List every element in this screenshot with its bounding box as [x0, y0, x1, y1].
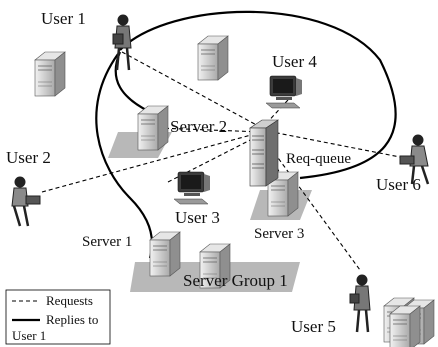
user4-computer-icon	[265, 75, 303, 109]
user5-person-icon	[349, 274, 371, 333]
user6-person-icon	[399, 134, 430, 185]
server1-label: Server 1	[82, 234, 132, 250]
user5-label: User 5	[291, 317, 336, 336]
user1-label: User 1	[41, 9, 86, 28]
user4-label: User 4	[272, 52, 317, 71]
req-queue-label: Req-queue	[286, 151, 351, 167]
server3-label: Server 3	[254, 226, 304, 242]
legend-requests-label: Requests	[46, 293, 93, 308]
server1-icon	[149, 231, 181, 277]
user2-label: User 2	[6, 148, 51, 167]
req-queue-icon	[249, 119, 279, 187]
user6-label: User 6	[376, 175, 421, 194]
user3-label: User 3	[175, 208, 220, 227]
legend-replies-label-line2: User 1	[12, 328, 46, 343]
server-tower-icon	[34, 51, 66, 97]
server-tower-icon	[197, 35, 229, 81]
server-group-label: Server Group 1	[183, 271, 288, 290]
server2-label: Server 2	[170, 117, 227, 136]
legend-replies-label-line1: Replies to	[46, 312, 98, 327]
legend: Requests Replies to User 1	[5, 289, 111, 345]
user1-person-icon	[112, 14, 132, 71]
server2-icon	[137, 105, 169, 151]
user2-person-icon	[11, 176, 41, 227]
server-cluster-icon	[383, 297, 435, 347]
user3-computer-icon	[173, 171, 211, 205]
